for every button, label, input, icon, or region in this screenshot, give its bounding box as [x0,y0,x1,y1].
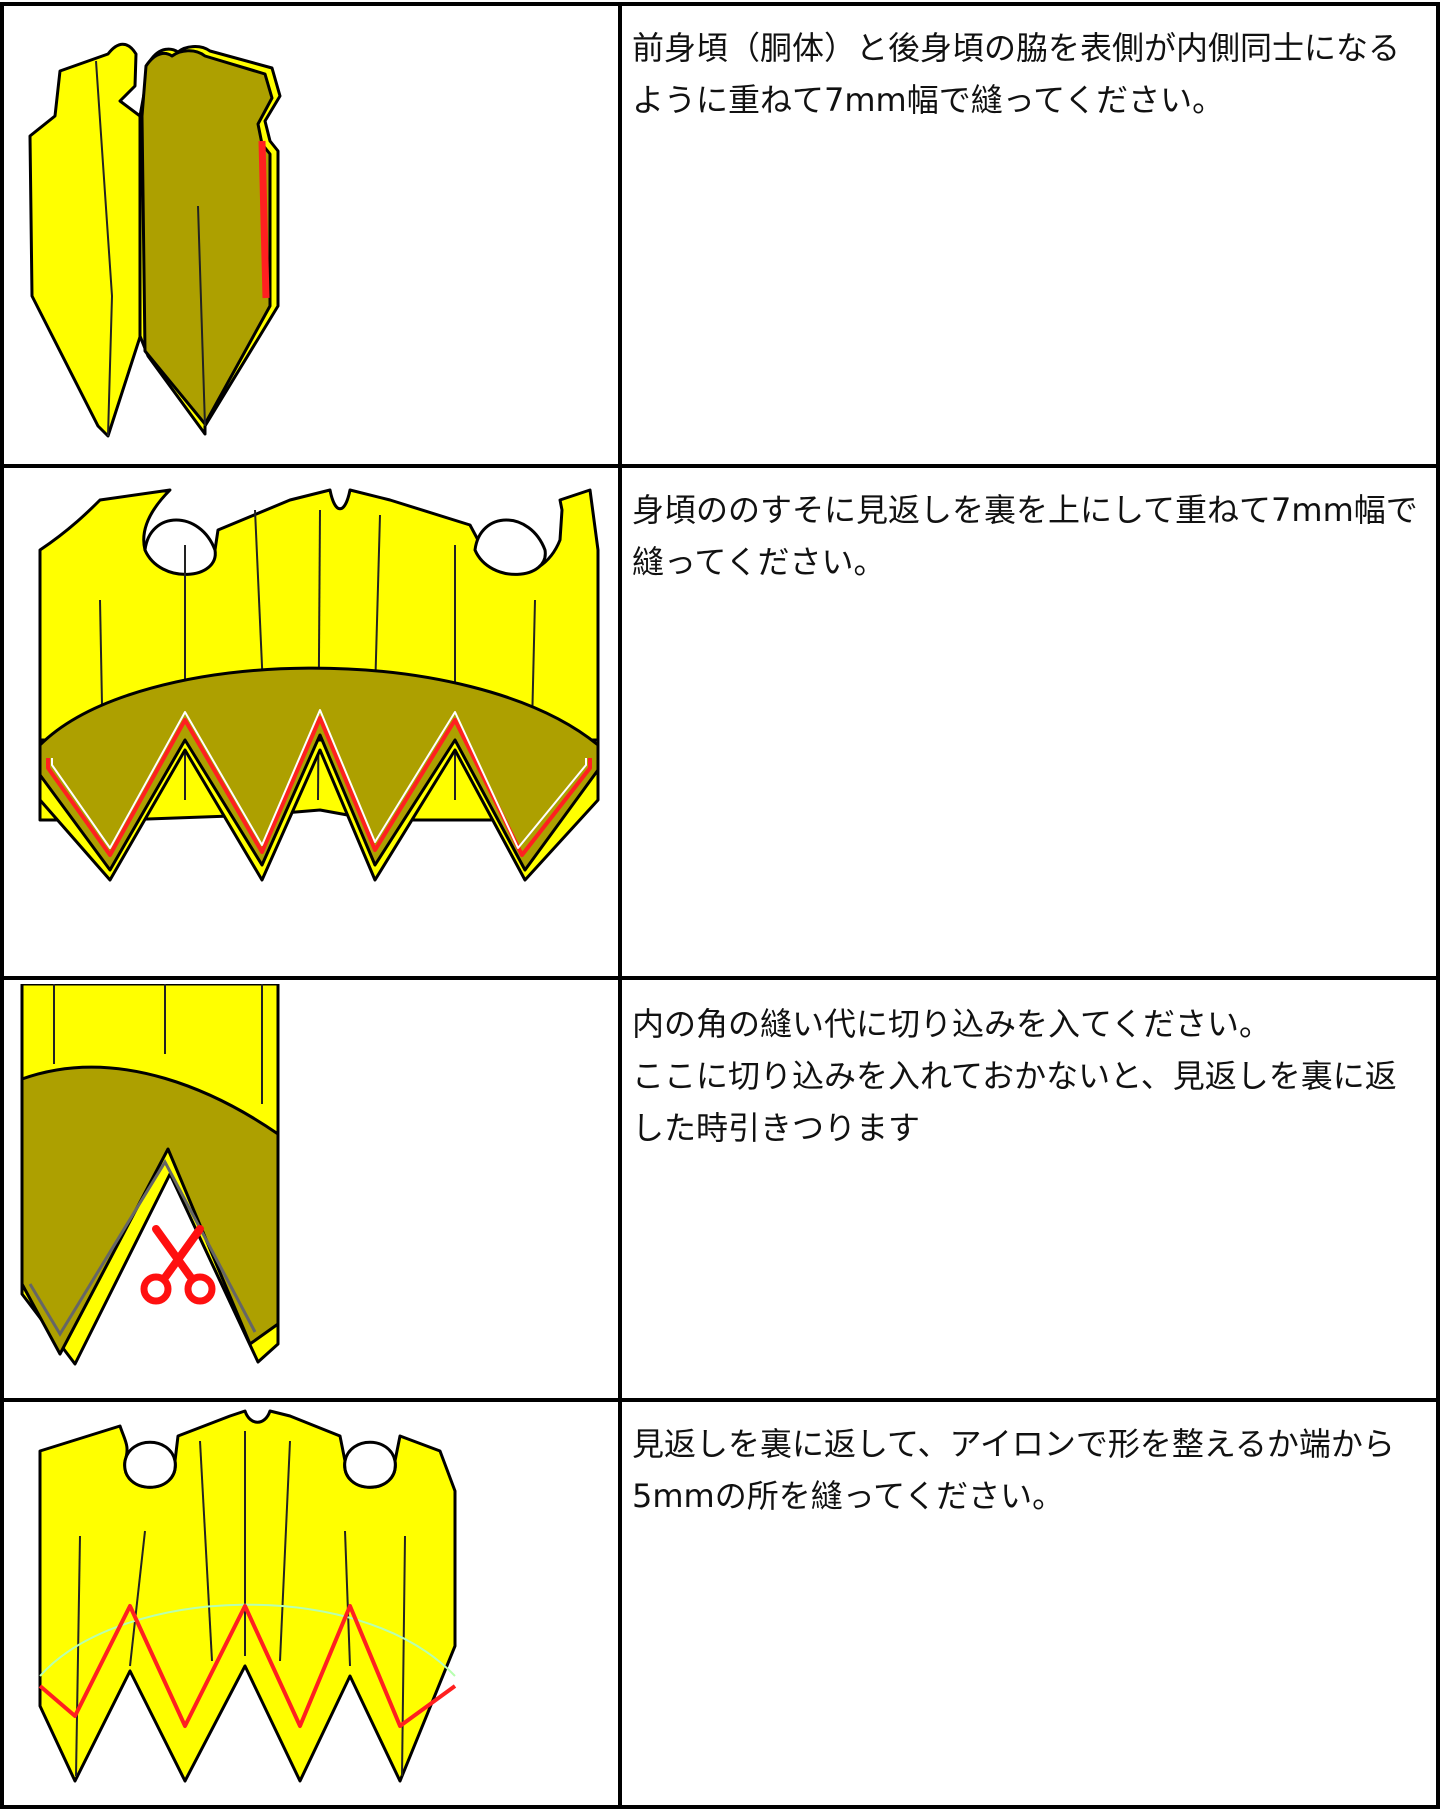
scissors-icon [140,1225,216,1305]
notch-clipping-illustration [20,984,280,1366]
step-2-instruction: 身頃ののすそに見返しを裏を上にして重ねて7mm幅で縫ってください。 [632,491,1418,581]
step-4-instruction: 見返しを裏に返して、アイロンで形を整えるか端から5mmの所を縫ってください。 [632,1425,1395,1515]
finished-hem-illustration [38,1409,457,1783]
step-3-instruction: 内の角の縫い代に切り込みを入てください。 ここに切り込みを入れておかないと、見返… [632,1005,1397,1147]
bodice-side-seam-illustration [28,42,282,438]
hem-facing-illustration [38,488,600,882]
step-1-instruction: 前身頃（胴体）と後身頃の脇を表側が内側同士になるように重ねて7mm幅で縫ってくだ… [632,29,1401,119]
